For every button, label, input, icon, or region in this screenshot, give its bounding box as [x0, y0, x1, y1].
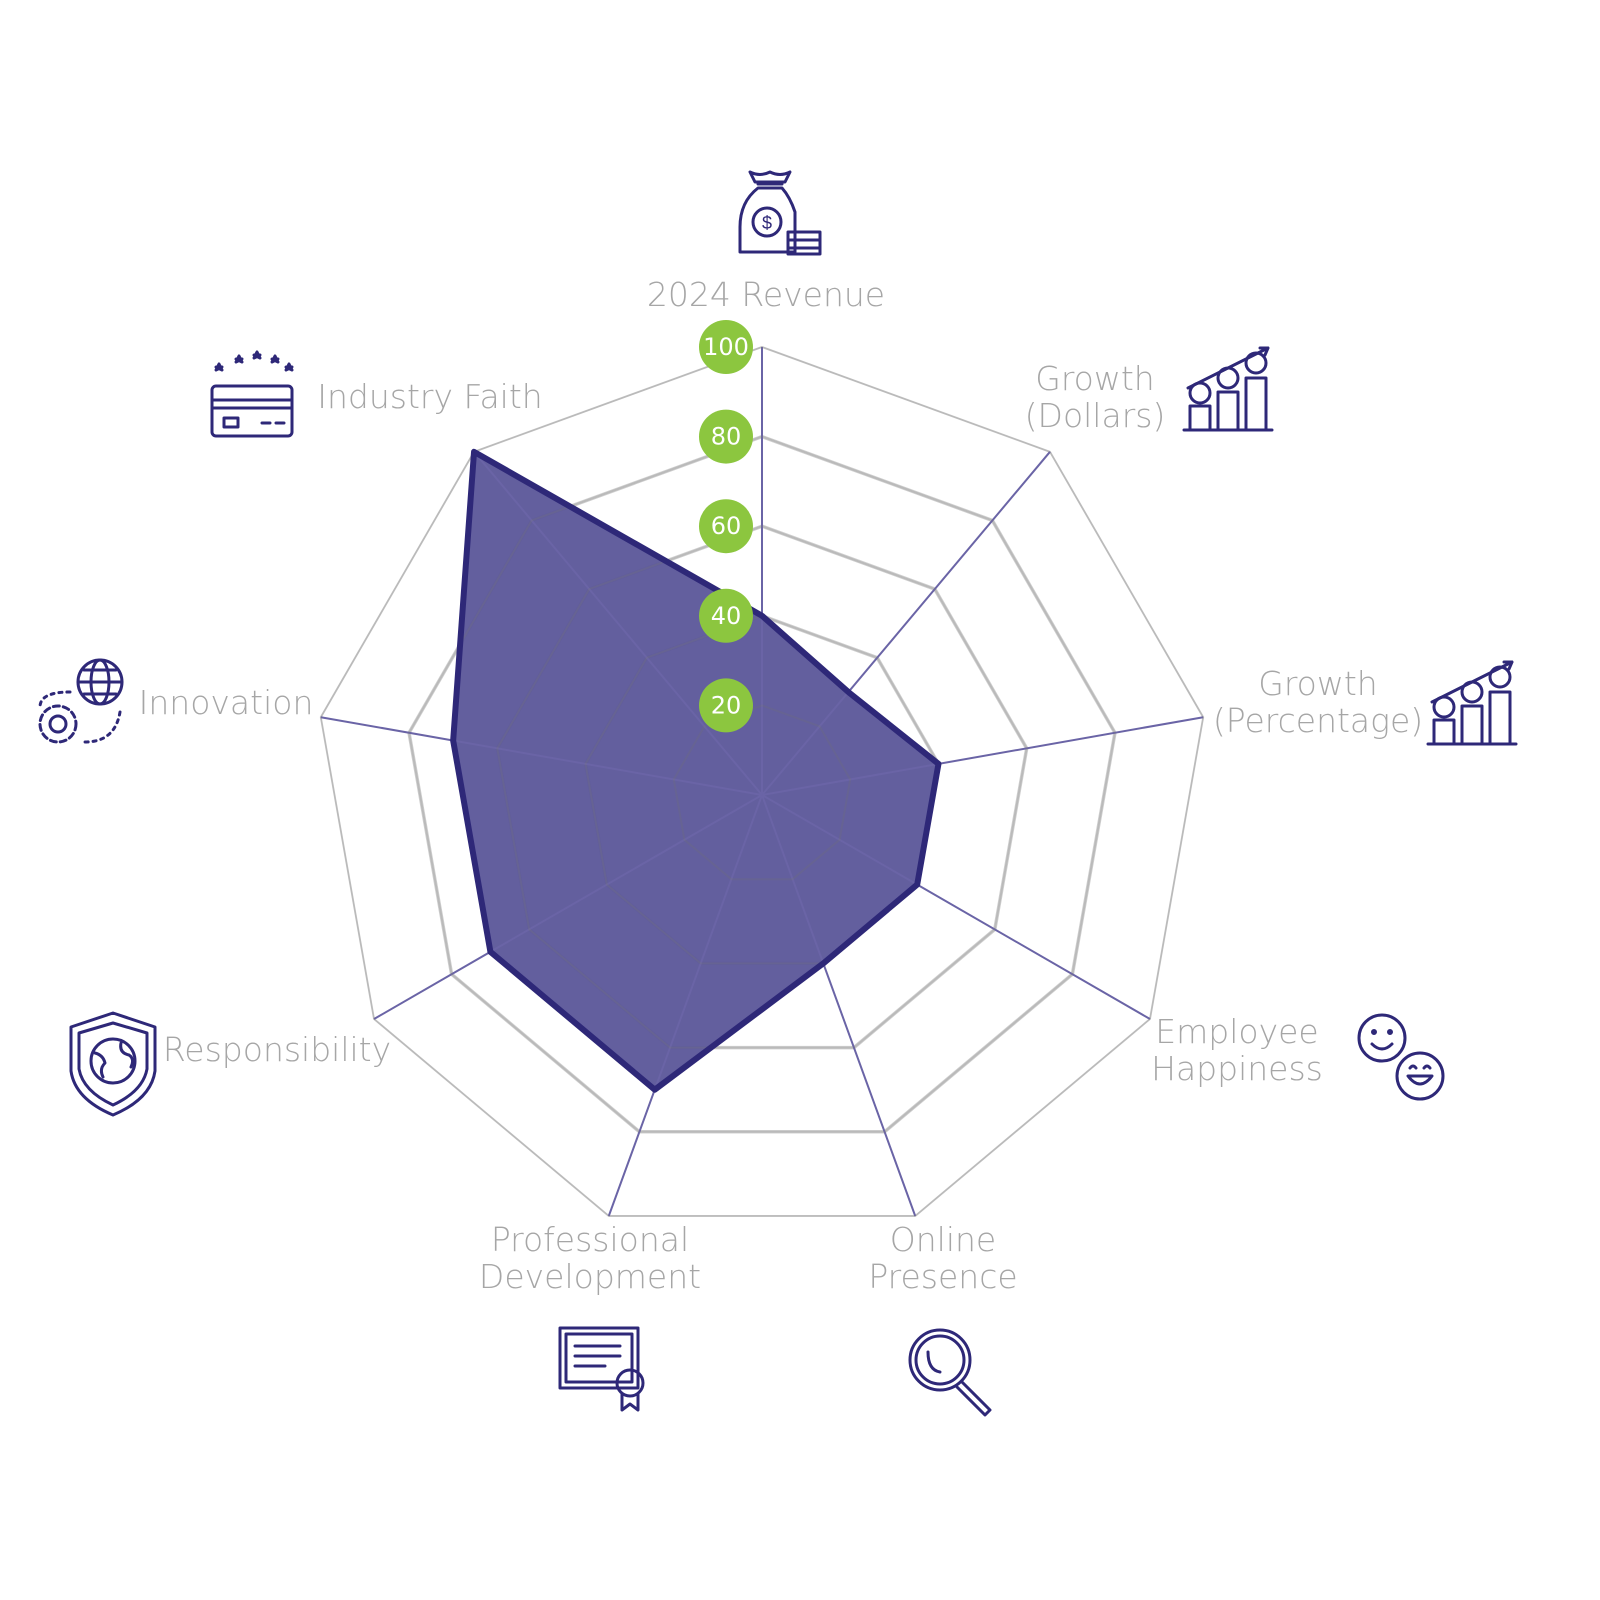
axis-label-line: Innovation — [139, 683, 314, 722]
axis-label-growth-dollars-: Growth(Dollars) — [1025, 359, 1166, 435]
axis-label-line: 2024 Revenue — [647, 275, 885, 314]
grid-ring-100 — [319, 346, 1205, 1217]
coins-growth-icon — [1182, 346, 1274, 432]
data-point-growth-dollars- — [847, 691, 850, 694]
tick-label: 100 — [703, 333, 749, 361]
axis-label-industry-faith: Industry Faith — [317, 377, 542, 416]
axis-line — [761, 451, 1051, 796]
axis-label-growth-percentage-: Growth(Percentage) — [1213, 664, 1423, 740]
axis-label-line: Presence — [868, 1257, 1017, 1296]
data-point-innovation — [452, 739, 455, 742]
axis-label-line: (Percentage) — [1213, 701, 1423, 740]
data-point-industry-faith — [473, 450, 476, 453]
axis-label-line: Happiness — [1151, 1049, 1323, 1088]
grid-ring-overlay — [672, 704, 852, 881]
rated-card-icon — [210, 350, 294, 438]
axis-label-line: Online — [890, 1220, 996, 1259]
svg-text:$: $ — [762, 213, 772, 233]
data-point-responsibility — [489, 950, 492, 953]
data-point-professional-development — [653, 1088, 656, 1091]
data-point-growth-percentage- — [937, 762, 940, 765]
series-area — [453, 451, 939, 1090]
grid-ring-overlay — [319, 345, 1205, 1217]
tick-badge-20: 20 — [699, 678, 753, 733]
happy-faces-icon — [1357, 1013, 1445, 1101]
tick-badge-40: 40 — [699, 588, 753, 643]
data-point-2024-revenue — [761, 614, 763, 617]
globe-gear-icon — [38, 658, 124, 744]
axis-label-line: Growth — [1258, 664, 1377, 703]
axis-line — [761, 794, 1151, 1020]
tick-badge-100: 100 — [699, 320, 753, 374]
tick-label: 80 — [711, 423, 742, 451]
tick-badge-60: 60 — [699, 499, 753, 554]
axis-label-line: Professional — [491, 1220, 689, 1259]
data-point-online-presence — [822, 962, 825, 965]
axis-label-innovation: Innovation — [139, 683, 314, 722]
coins-growth-icon — [1426, 660, 1518, 746]
axis-line — [473, 451, 763, 796]
grid-ring-overlay — [496, 525, 1028, 1049]
axis-label-line: Industry Faith — [317, 377, 542, 416]
magnifier-icon — [908, 1328, 992, 1417]
grid-ring-overlay — [407, 435, 1117, 1133]
tick-label: 20 — [711, 691, 742, 719]
axis-line — [761, 716, 1204, 796]
axis-label-line: Employee — [1155, 1012, 1318, 1051]
money-bag-icon: $ — [738, 170, 822, 256]
axis-label-line: Growth — [1035, 359, 1154, 398]
grid-ring-overlay — [584, 614, 940, 965]
shield-globe-icon — [69, 1011, 157, 1117]
tick-label: 40 — [711, 602, 742, 630]
axis-line — [320, 716, 763, 796]
axis-label-2024-revenue: 2024 Revenue — [647, 275, 885, 314]
axis-label-line: Responsibility — [163, 1030, 391, 1069]
axis-line — [607, 794, 763, 1217]
axis-label-line: Development — [479, 1257, 701, 1296]
certificate-icon — [558, 1326, 645, 1412]
axis-line — [761, 794, 917, 1217]
axis-label-responsibility: Responsibility — [163, 1030, 391, 1069]
axis-label-line: (Dollars) — [1025, 396, 1166, 435]
series-outline — [450, 448, 942, 1093]
tick-badge-80: 80 — [699, 409, 753, 464]
data-point-employee-happiness — [916, 883, 919, 886]
axis-line — [373, 794, 763, 1020]
tick-label: 60 — [711, 512, 742, 540]
